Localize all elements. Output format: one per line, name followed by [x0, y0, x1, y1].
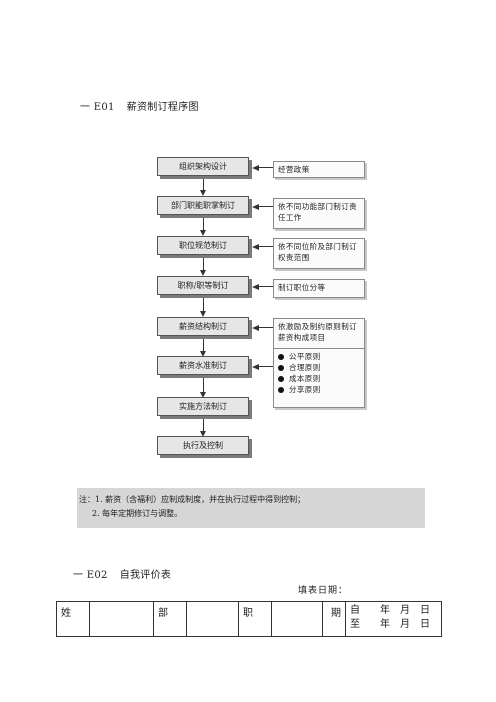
pointer-arrow [252, 364, 259, 370]
principle-item: 公平原则 [278, 351, 360, 362]
note-business-policy: 经营政策 [273, 161, 365, 178]
connector-line [203, 255, 204, 272]
input-name[interactable] [89, 601, 154, 637]
bullet-dot-icon [278, 386, 284, 393]
bullet-dot-icon [278, 353, 284, 360]
pointer-arrow [252, 284, 259, 290]
pointer-line [258, 167, 273, 168]
bullet-dot-icon [278, 364, 284, 371]
pointer-line [258, 286, 273, 287]
pointer-arrow [252, 244, 259, 250]
pointer-arrow [252, 204, 259, 210]
pointer-arrow [252, 165, 259, 171]
connector-line [203, 215, 204, 232]
label-dept: 部 [153, 601, 187, 637]
flow-step-salary-structure: 薪资结构制订 [157, 317, 249, 336]
pointer-line [258, 206, 273, 207]
connector-arrow [200, 311, 206, 317]
principle-item: 成本原则 [278, 373, 360, 384]
connector-arrow [200, 431, 206, 437]
connector-line [203, 295, 204, 313]
label-name: 姓 [56, 601, 90, 637]
note-principles: 公平原则 合理原则 成本原则 分享原则 [273, 349, 365, 408]
flow-step-salary-level: 薪资水准制订 [157, 356, 249, 375]
section-title: 自我评价表 [119, 570, 172, 581]
section-heading-e02: 一 E02 自我评价表 [73, 566, 171, 581]
principle-item: 分享原则 [278, 384, 360, 395]
input-dept[interactable] [186, 601, 239, 637]
bullet-dot-icon [278, 375, 284, 382]
note-authority-scope: 依不同位阶及部门制订权责范围 [273, 238, 365, 269]
section-heading-e01: 一 E01 薪资制订程序图 [80, 98, 199, 113]
flow-step-implementation: 实施方法制订 [157, 397, 249, 416]
note-job-grading: 制订职位分等 [273, 279, 365, 298]
self-evaluation-table: 姓 部 职 期 自 年 月 日 至 年 月 日 [56, 601, 442, 637]
connector-line [203, 176, 204, 192]
label-position: 职 [238, 601, 272, 637]
fill-date-label: 填表日期： [298, 586, 349, 596]
note-dept-responsibility: 依不同功能部门制订责任工作 [273, 198, 365, 229]
table-row: 姓 部 职 期 自 年 月 日 至 年 月 日 [56, 601, 442, 637]
pointer-arrow [252, 325, 259, 331]
connector-arrow [200, 351, 206, 357]
section-code: 一 E02 [73, 570, 108, 581]
section-title: 薪资制订程序图 [126, 102, 199, 113]
connector-arrow [200, 392, 206, 398]
principle-item: 合理原则 [278, 362, 360, 373]
flow-step-job-spec: 职位规范制订 [157, 236, 249, 255]
connector-arrow [200, 270, 206, 276]
period-cell[interactable]: 自 年 月 日 至 年 月 日 [345, 601, 442, 637]
input-position[interactable] [271, 601, 323, 637]
connector-arrow [200, 190, 206, 196]
pointer-line [258, 246, 273, 247]
notice-box: 注：1. 薪资（含福利）应制成制度，并在执行过程中得到控制； 2. 每年定期修订… [77, 488, 425, 528]
pointer-line [258, 327, 273, 328]
notice-line-1: 注：1. 薪资（含福利）应制成制度，并在执行过程中得到控制； [79, 495, 306, 504]
flow-step-dept-duties: 部门职能职掌制订 [157, 196, 249, 215]
label-period: 期 [322, 601, 346, 637]
period-to: 至 年 月 日 [350, 619, 430, 630]
flow-step-org-design: 组织架构设计 [157, 157, 249, 176]
connector-arrow [200, 230, 206, 236]
flow-step-job-grade: 职称/职等制订 [157, 276, 249, 295]
flow-step-control: 执行及控制 [157, 436, 249, 455]
note-salary-items: 依激励及制约原则制订薪资构成项目 [273, 318, 365, 349]
notice-line-2: 2. 每年定期修订与调整。 [92, 509, 183, 518]
section-code: 一 E01 [80, 102, 115, 113]
period-from: 自 年 月 日 [350, 605, 430, 616]
connector-line [203, 375, 204, 394]
connector-line [203, 416, 204, 433]
pointer-line [258, 366, 273, 367]
connector-line [203, 336, 204, 353]
